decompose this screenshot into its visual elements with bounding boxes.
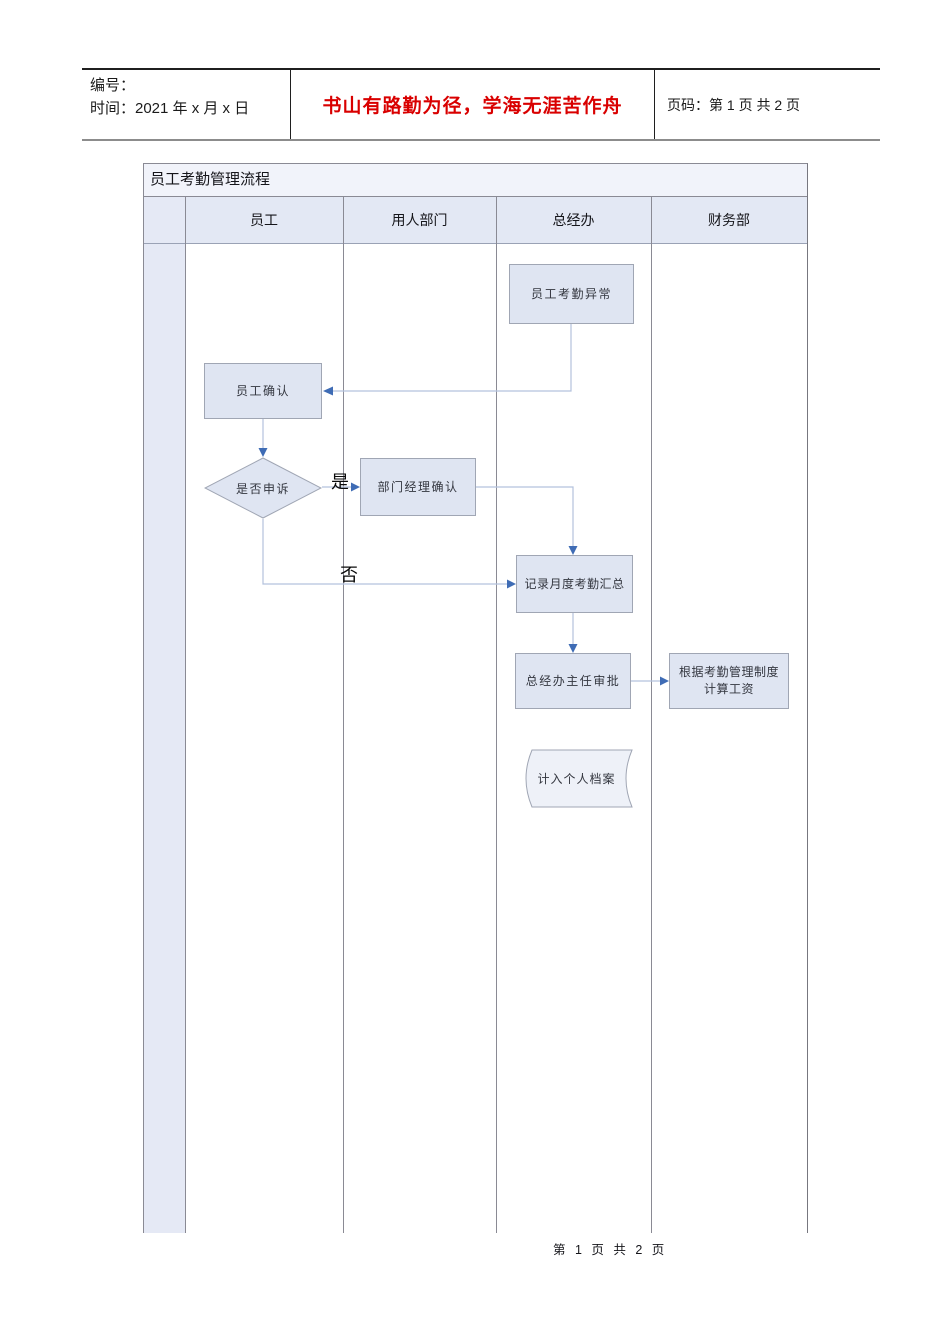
footer-page-info: 第 1 页 共 2 页 [553, 1243, 668, 1257]
doc-number-label: 编号： [90, 77, 136, 94]
branch-label-yes: 是 [331, 472, 349, 492]
node-calc-salary: 根据考勤管理制度 计算工资 [669, 653, 789, 709]
lane-header-row: 员工 用人部门 总经办 财务部 [144, 197, 807, 244]
header-cell-motto: 书山有路勤为径，学海无涯苦作舟 [290, 70, 655, 139]
page-number-label: 页码：第 1 页 共 2 页 [667, 96, 801, 113]
lane-header-gm-office: 总经办 [552, 212, 595, 228]
node-director-approve: 总经办主任审批 [515, 653, 631, 709]
flowchart-title: 员工考勤管理流程 [144, 164, 807, 197]
node-employee-confirm: 员工确认 [204, 363, 322, 419]
calc-salary-line1: 根据考勤管理制度 [678, 665, 779, 679]
node-personal-file: 计入个人档案 [537, 772, 616, 786]
motto-text: 书山有路勤为径，学海无涯苦作舟 [322, 96, 623, 117]
lane-divider [185, 197, 186, 1233]
lane-header-finance: 财务部 [708, 212, 750, 228]
lane-header-department: 用人部门 [391, 212, 448, 228]
header-cell-meta: 编号： 时间：2021 年 x 月 x 日 [82, 70, 290, 139]
stored-data-shape [525, 749, 633, 808]
header-table: 编号： 时间：2021 年 x 月 x 日 书山有路勤为径，学海无涯苦作舟 页码… [82, 68, 880, 141]
lane-header-employee: 员工 [250, 212, 278, 228]
flowchart-frame: 员工考勤管理流程 员工 用人部门 总经办 财务部 [143, 163, 808, 1233]
lane-header-spacer [144, 197, 185, 243]
node-appeal-decision: 是否申诉 [235, 481, 290, 496]
doc-time-label: 时间：2021 年 x 月 x 日 [90, 100, 250, 117]
lane-divider [651, 197, 652, 1233]
node-record-summary: 记录月度考勤汇总 [516, 555, 633, 613]
lane-divider [343, 197, 344, 1233]
node-manager-confirm: 部门经理确认 [360, 458, 476, 516]
header-cell-page: 页码：第 1 页 共 2 页 [655, 70, 880, 139]
lane-divider [496, 197, 497, 1233]
decision-diamond-shape [204, 457, 322, 519]
left-margin-column [144, 244, 185, 1233]
calc-salary-line2: 计算工资 [703, 682, 754, 696]
node-attendance-abnormal: 员工考勤异常 [509, 264, 634, 324]
branch-label-no: 否 [340, 565, 358, 585]
